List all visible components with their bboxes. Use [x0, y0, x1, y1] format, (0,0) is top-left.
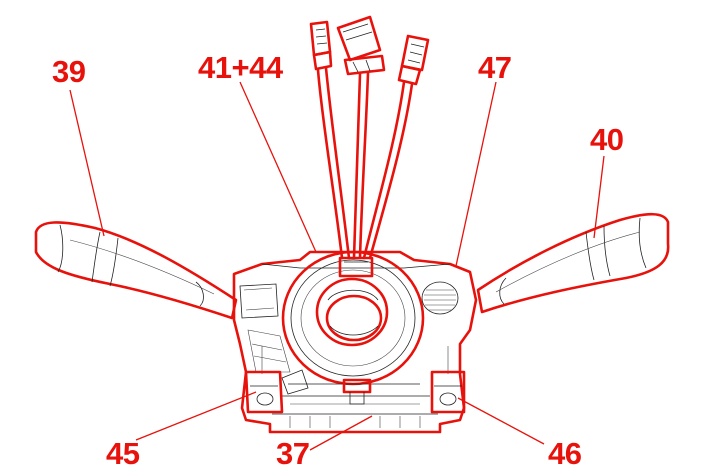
callout-39: 39 [52, 54, 86, 89]
callout-45: 45 [106, 436, 140, 470]
clock-spring [281, 250, 425, 386]
vent-grille [421, 281, 459, 315]
leader-39 [69, 89, 105, 237]
leader-40 [593, 155, 605, 239]
connector-right [397, 34, 430, 86]
leader-lines [69, 81, 605, 451]
mounting-tab-right [430, 370, 466, 414]
wiring-harness [309, 15, 430, 260]
leader-41-44 [239, 81, 317, 253]
callout-40: 40 [590, 122, 623, 157]
connector-center [336, 15, 386, 76]
leader-46 [457, 397, 545, 445]
callout-labels: 39 40 41+44 47 45 37 46 [52, 50, 624, 470]
callout-47: 47 [478, 50, 511, 85]
callout-46: 46 [548, 436, 582, 470]
leader-45 [135, 391, 257, 441]
callout-37: 37 [276, 436, 309, 470]
left-stalk-lever [34, 221, 238, 320]
leader-47 [455, 81, 497, 267]
callout-41-44: 41+44 [198, 50, 284, 85]
switch-housing [232, 250, 478, 434]
wire-bundle [316, 66, 414, 260]
mounting-tab-left [244, 370, 284, 414]
connector-left [309, 20, 333, 71]
leader-37 [309, 415, 373, 451]
right-stalk-lever [476, 212, 670, 314]
